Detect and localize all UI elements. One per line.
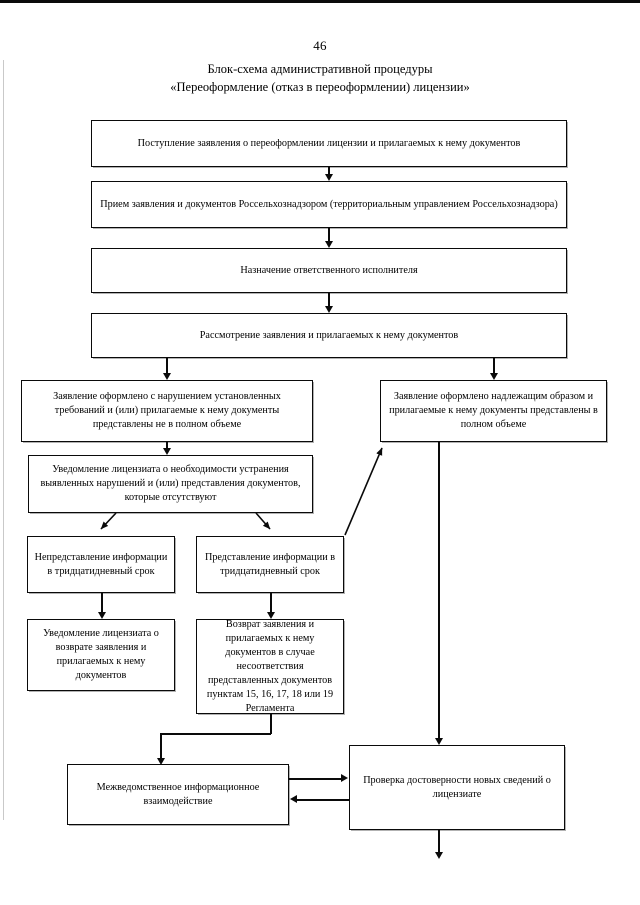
scan-artifact-top-band [0,0,640,3]
connector-n9-n6 [344,447,383,536]
flow-node-application-compliant: Заявление оформлено надлежащим образом и… [380,380,607,442]
flow-node-label: Заявление оформлено с нарушением установ… [53,391,281,430]
flow-node-label: Представление информации в тридцатидневн… [204,551,336,577]
flow-node-return-application-noncompliance: Возврат заявления и прилагаемых к нему д… [196,619,344,714]
scan-artifact-left-line [3,60,4,820]
arrowhead-n12-n13 [341,774,348,782]
connector-n13-to-n12 [297,799,350,801]
arrowhead-n2-n3 [324,241,333,248]
connector-n9-n11 [270,593,272,612]
flow-node-interagency-interaction: Межведомственное информационное взаимоде… [67,764,289,825]
page-title: Блок-схема административной процедуры «П… [0,60,640,96]
page-title-line-2: «Переоформление (отказ в переоформлении)… [170,80,470,94]
flow-node-assign-officer: Назначение ответственного исполнителя [91,248,567,293]
arrowhead-n11-n12 [156,758,165,765]
flow-node-review-application: Рассмотрение заявления и прилагаемых к н… [91,313,567,358]
flow-node-no-info-in-thirty-days: Непредставление информации в тридцатидне… [27,536,175,593]
connector-n7-n9 [255,512,271,530]
arrowhead-n3-n4 [324,306,333,313]
flow-node-notify-licensee-defects: Уведомление лицензиата о необходимости у… [28,455,313,513]
connector-n4-stub-left [166,358,168,373]
connector-n3-n4 [328,293,330,306]
flow-node-label: Непредставление информации в тридцатидне… [34,551,168,577]
arrowhead-n5-n7 [162,448,171,455]
flow-node-verify-new-information: Проверка достоверности новых сведений о … [349,745,565,830]
connector-n11-elbow-down [270,714,272,734]
connector-n2-n3 [328,228,330,241]
flow-node-label: Прием заявления и документов Россельхозн… [100,198,558,210]
flow-node-notify-return-documents: Уведомление лицензиата о возврате заявле… [27,619,175,691]
flow-node-label: Заявление оформлено надлежащим образом и… [389,391,598,430]
arrowhead-n9-n11 [266,612,275,619]
arrowhead-n6-n13 [434,738,443,745]
connector-n4-stub-right [493,358,495,373]
flow-node-label: Межведомственное информационное взаимоде… [96,781,260,807]
flow-node-label: Рассмотрение заявления и прилагаемых к н… [199,329,459,341]
arrowhead-n13-continuation [434,852,443,859]
arrowhead-n13-n12 [290,795,297,803]
flow-node-incoming-application: Поступление заявления о переоформлении л… [91,120,567,167]
connector-n11-elbow-left [160,733,271,735]
connector-n8-n10 [101,593,103,612]
connector-n7-n8 [100,512,117,530]
page-title-line-1: Блок-схема административной процедуры [207,62,433,76]
flow-node-label: Назначение ответственного исполнителя [240,264,418,276]
flow-node-info-in-thirty-days: Представление информации в тридцатидневн… [196,536,344,593]
flow-node-application-deficient: Заявление оформлено с нарушением установ… [21,380,313,442]
connector-n12-to-n13 [289,778,341,780]
connector-n1-n2 [328,167,330,176]
connector-n13-continuation [438,830,440,852]
flow-node-label: Возврат заявления и прилагаемых к нему д… [206,618,334,714]
flow-node-label: Уведомление лицензиата о возврате заявле… [43,628,159,681]
arrowhead-n4-to-n5 [162,373,171,380]
arrowhead-n8-n10 [97,612,106,619]
flow-node-receive-application: Прием заявления и документов Россельхозн… [91,181,567,228]
connector-n5-n7 [166,442,168,448]
flow-node-label: Поступление заявления о переоформлении л… [137,137,521,149]
connector-n6-n13 [438,442,440,738]
flow-node-label: Проверка достоверности новых сведений о … [363,774,551,800]
connector-n11-elbow-into-n12 [160,733,162,758]
flow-node-label: Уведомление лицензиата о необходимости у… [40,464,301,503]
page-number: 46 [313,38,327,53]
arrowhead-n1-n2 [324,174,333,181]
arrowhead-n4-to-n6 [489,373,498,380]
